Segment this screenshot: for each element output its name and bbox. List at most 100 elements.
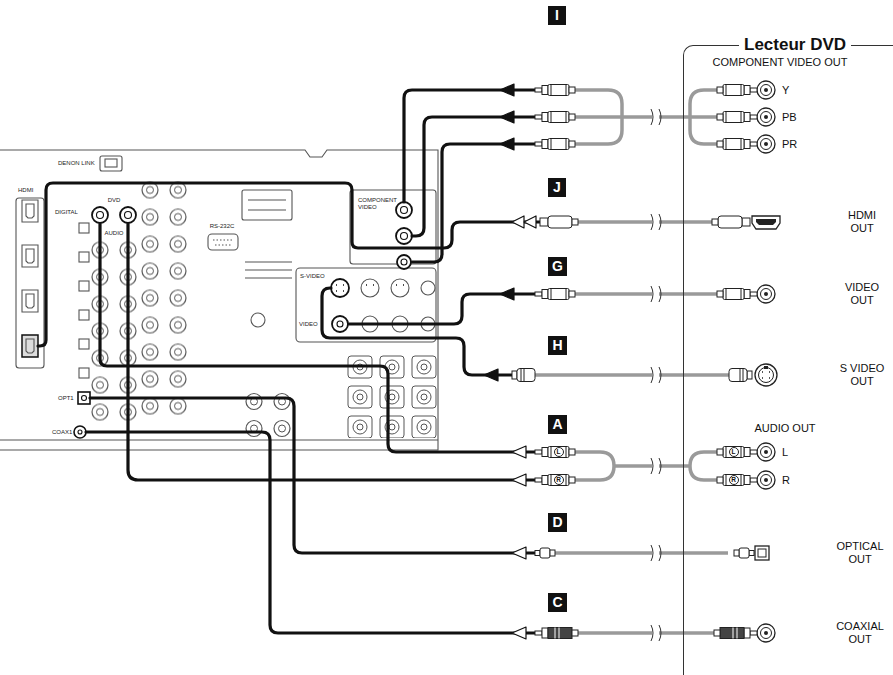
receiver-panel: [97, 212, 104, 219]
dvd-output-jack: [757, 81, 775, 99]
panel-marking: S-VIDEO: [300, 273, 325, 280]
panel-marking: COMPONENT VIDEO: [358, 197, 402, 211]
receiver-panel: [336, 285, 404, 291]
receiver-panel: [396, 228, 412, 244]
dvd-output-jack: [764, 366, 768, 369]
panel-marking: COAX1: [52, 429, 72, 436]
direction-arrow: [484, 84, 536, 639]
cable-plug: [717, 139, 757, 150]
cable-break: [651, 286, 661, 302]
receiver-panel: [74, 426, 86, 438]
cable-break: [651, 458, 661, 474]
cable: [575, 115, 717, 119]
direction-arrow: [512, 547, 526, 559]
receiver-panel: [332, 316, 348, 332]
cable-plug: [714, 628, 757, 639]
dvd-output-jack: [762, 372, 770, 378]
callout-text: A: [548, 415, 567, 434]
receiver-panel: [92, 207, 108, 223]
dvd-output-jack: [757, 624, 775, 642]
receiver-panel: [361, 279, 379, 297]
receiver-panel: [26, 339, 34, 353]
receiver-panel: [22, 200, 38, 222]
dvd-output-jack: [752, 216, 780, 229]
callout-letter: G: [548, 257, 567, 276]
cable: [555, 551, 728, 555]
jack-label: PR: [782, 138, 797, 151]
direction-arrow: [484, 369, 498, 381]
direction-arrow: [524, 216, 536, 228]
jack-label: R: [782, 474, 790, 487]
callout-letter: D: [548, 513, 567, 532]
direction-arrow: [512, 216, 524, 228]
panel-marking: DENON LINK: [58, 160, 95, 167]
plug-mark: L: [729, 447, 739, 457]
receiver-panel: [105, 159, 117, 167]
dvd-output-jack: [758, 549, 766, 557]
connection-wire: [38, 183, 540, 346]
cable-plug: [535, 475, 575, 486]
connection-wire: [322, 288, 512, 375]
cable-plug: [535, 112, 575, 123]
cable: [690, 452, 717, 480]
cable: [575, 292, 717, 296]
receiver-panel: [22, 335, 38, 357]
callout-text: H: [548, 336, 567, 355]
cable-break: [651, 625, 661, 641]
cable-break: [651, 214, 661, 230]
cable-plug: [712, 216, 750, 228]
cable: [578, 220, 712, 224]
cable: [535, 90, 729, 633]
port-heading: COMPONENT VIDEO OUT: [713, 56, 848, 69]
port-heading: AUDIO OUT: [754, 422, 815, 435]
receiver-panel: [16, 198, 44, 368]
receiver-panel: [26, 249, 34, 263]
dvd-output-jack: [755, 364, 777, 386]
receiver-panel: [401, 259, 407, 265]
plug-mark: R: [554, 475, 564, 485]
callout-letter: H: [548, 336, 567, 355]
receiver-panel: [296, 268, 436, 342]
cable: [575, 452, 614, 480]
receiver-panel: [136, 177, 192, 420]
jack-label: OPTICAL OUT: [829, 540, 891, 565]
jack-label: VIDEO OUT: [837, 281, 887, 306]
callout-letter: C: [548, 593, 567, 612]
dvd-output-jack: [757, 471, 775, 489]
cable: [578, 631, 714, 635]
receiver-panel: [208, 234, 238, 250]
direction-arrow: [500, 111, 514, 123]
direction-arrow: [500, 288, 514, 300]
jack-label: HDMI OUT: [840, 209, 884, 234]
direction-arrow: [512, 446, 526, 458]
connection-wire: [86, 432, 535, 633]
panel-marking: AUDIO: [104, 230, 123, 237]
connection-wire: [100, 224, 535, 452]
cable-plug: [717, 289, 757, 300]
receiver-panel: [0, 439, 438, 440]
callout-letter: J: [548, 178, 566, 197]
cable-break: [651, 545, 661, 561]
receiver-panel: [397, 255, 411, 269]
dvd-output-jack: [757, 285, 775, 303]
receiver-panel: [26, 294, 34, 308]
connection-wire: [349, 294, 535, 324]
dvd-output-jack: [757, 135, 775, 153]
receiver-panel: [401, 233, 408, 240]
receiver-panel: [82, 396, 87, 401]
receiver-panel: [251, 313, 265, 327]
receiver-panel: [26, 204, 34, 218]
callout-text: C: [548, 593, 567, 612]
receiver-panel: [245, 262, 292, 278]
receiver-panel: [22, 245, 38, 267]
receiver-panel: [22, 290, 38, 312]
dvd-output-jack: [757, 108, 775, 126]
cable-plug: [734, 548, 754, 558]
cable-plug: [717, 112, 757, 123]
callout-text: J: [548, 178, 566, 197]
receiver-panel: [396, 202, 412, 218]
cable-plug: [729, 369, 752, 382]
receiver-panel: [337, 321, 343, 327]
callout-letter: I: [548, 6, 566, 25]
